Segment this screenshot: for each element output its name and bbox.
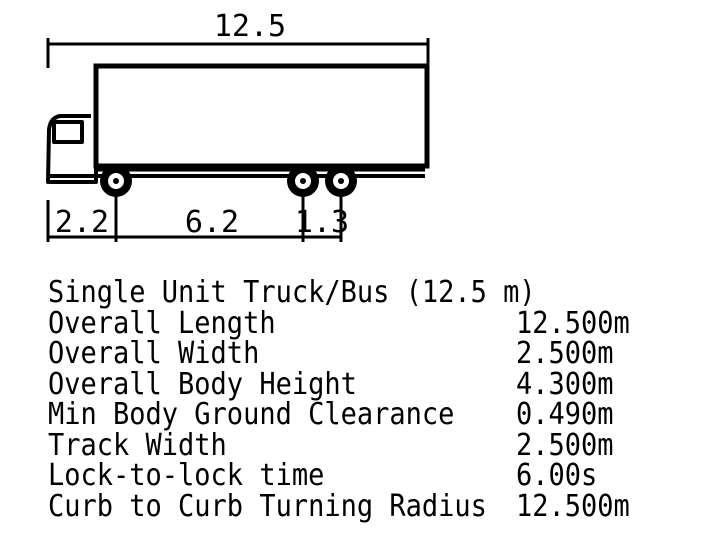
overall-length-dimension bbox=[46, 38, 430, 68]
cab-window bbox=[52, 120, 84, 144]
spec-value: 12.500m bbox=[516, 488, 630, 524]
front-overhang-label: 2.2 bbox=[55, 205, 109, 240]
tandem-spacing-label: 1.3 bbox=[295, 205, 349, 240]
spec-row: Min Body Ground Clearance 0.490m bbox=[48, 397, 633, 432]
spec-value: 12.500m bbox=[516, 305, 630, 341]
spec-label: Lock-to-lock time bbox=[48, 458, 325, 493]
spec-value: 6.00s bbox=[516, 458, 598, 493]
spec-value: 4.300m bbox=[516, 366, 614, 402]
truck-side-elevation: 12.5 bbox=[46, 9, 430, 242]
front-wheel bbox=[100, 165, 132, 197]
spec-label: Track Width bbox=[48, 427, 227, 463]
cab bbox=[46, 114, 98, 184]
spec-label: Min Body Ground Clearance bbox=[48, 397, 455, 432]
spec-row: Lock-to-lock time 6.00s bbox=[48, 458, 633, 493]
spec-label: Overall Width bbox=[48, 336, 260, 371]
overall-length-label: 12.5 bbox=[214, 9, 286, 44]
spec-label: Overall Length bbox=[48, 305, 276, 341]
cargo-box bbox=[93, 63, 430, 169]
rear-wheel-2 bbox=[325, 165, 357, 197]
spec-row: Curb to Curb Turning Radius 12.500m bbox=[48, 488, 633, 524]
spec-title: Single Unit Truck/Bus (12.5 m) bbox=[48, 275, 536, 310]
spec-value: 0.490m bbox=[516, 397, 614, 432]
spec-value: 2.500m bbox=[516, 427, 614, 463]
axle-dimension-line bbox=[46, 196, 343, 242]
spec-row: Overall Body Height 4.300m bbox=[48, 366, 633, 402]
wheelbase-label: 6.2 bbox=[185, 205, 239, 240]
rear-wheel-1 bbox=[287, 165, 319, 197]
spec-label: Curb to Curb Turning Radius bbox=[48, 488, 487, 524]
spec-table: Single Unit Truck/Bus (12.5 m) Overall L… bbox=[48, 275, 633, 524]
spec-row: Overall Length 12.500m bbox=[48, 305, 633, 341]
spec-label: Overall Body Height bbox=[48, 366, 357, 402]
spec-value: 2.500m bbox=[516, 336, 614, 371]
spec-row: Track Width 2.500m bbox=[48, 427, 633, 463]
spec-row: Overall Width 2.500m bbox=[48, 336, 633, 371]
